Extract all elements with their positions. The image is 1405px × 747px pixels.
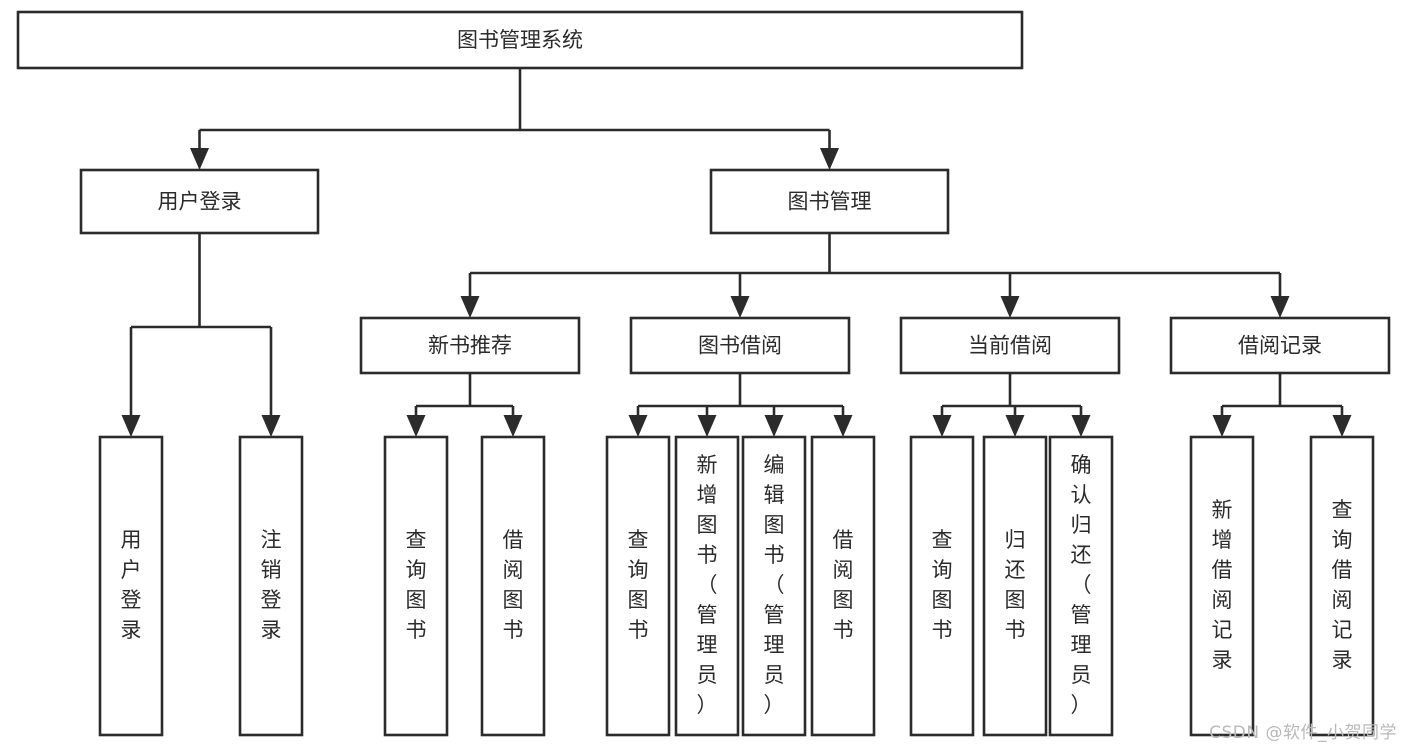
connector-layer xyxy=(121,68,1352,437)
node-label: 图书借阅 xyxy=(698,334,782,358)
node-leaf-borrow-book-a[interactable]: 借阅图书 xyxy=(480,435,546,737)
node-label-vertical: 新增借阅记录 xyxy=(1212,498,1233,672)
node-book-manage[interactable]: 图书管理 xyxy=(709,168,950,235)
node-box xyxy=(79,168,320,235)
node-leaf-edit-book[interactable]: 编辑图书（管理员） xyxy=(741,435,807,737)
node-label: 借阅记录 xyxy=(1238,334,1322,358)
node-box xyxy=(383,435,449,737)
node-box xyxy=(98,435,164,737)
node-label-vertical: 新增图书（管理员） xyxy=(697,453,718,717)
node-label-vertical: 注销登录 xyxy=(261,528,282,642)
node-box xyxy=(1189,435,1255,737)
node-box xyxy=(1309,435,1375,737)
node-box xyxy=(899,316,1121,375)
node-user-login[interactable]: 用户登录 xyxy=(79,168,320,235)
node-label: 新书推荐 xyxy=(428,334,512,358)
node-label-vertical: 查询图书 xyxy=(932,528,953,642)
node-box xyxy=(480,435,546,737)
node-leaf-query-book-b[interactable]: 查询图书 xyxy=(605,435,671,737)
node-box xyxy=(674,435,740,737)
node-box xyxy=(1048,435,1114,737)
node-leaf-query-book-c[interactable]: 查询图书 xyxy=(909,435,975,737)
node-box xyxy=(359,316,581,375)
node-leaf-user-login[interactable]: 用户登录 xyxy=(98,435,164,737)
node-label-vertical: 查询借阅记录 xyxy=(1332,498,1353,672)
node-current-borrow[interactable]: 当前借阅 xyxy=(899,316,1121,375)
node-borrow-record[interactable]: 借阅记录 xyxy=(1169,316,1391,375)
node-leaf-add-record[interactable]: 新增借阅记录 xyxy=(1189,435,1255,737)
node-label: 图书管理 xyxy=(788,190,872,214)
node-box xyxy=(605,435,671,737)
node-label-vertical: 用户登录 xyxy=(121,528,142,642)
node-new-book-rec[interactable]: 新书推荐 xyxy=(359,316,581,375)
node-box xyxy=(238,435,304,737)
node-box xyxy=(810,435,876,737)
node-label-vertical: 编辑图书（管理员） xyxy=(764,453,785,717)
node-box xyxy=(909,435,975,737)
node-box xyxy=(16,10,1024,70)
node-label-vertical: 归还图书 xyxy=(1005,528,1026,642)
node-leaf-add-book[interactable]: 新增图书（管理员） xyxy=(674,435,740,737)
node-box xyxy=(982,435,1048,737)
node-leaf-user-logout[interactable]: 注销登录 xyxy=(238,435,304,737)
node-leaf-query-book-a[interactable]: 查询图书 xyxy=(383,435,449,737)
node-root[interactable]: 图书管理系统 xyxy=(16,10,1024,70)
node-box xyxy=(709,168,950,235)
node-leaf-return-book[interactable]: 归还图书 xyxy=(982,435,1048,737)
node-label-vertical: 查询图书 xyxy=(628,528,649,642)
node-box xyxy=(1169,316,1391,375)
node-label-vertical: 确认归还（管理员） xyxy=(1071,453,1092,717)
node-label-vertical: 借阅图书 xyxy=(503,528,524,642)
node-label: 当前借阅 xyxy=(968,334,1052,358)
node-label-vertical: 借阅图书 xyxy=(833,528,854,642)
node-box xyxy=(629,316,851,375)
node-label: 用户登录 xyxy=(158,190,242,214)
node-label: 图书管理系统 xyxy=(457,28,583,52)
node-leaf-confirm-return[interactable]: 确认归还（管理员） xyxy=(1048,435,1114,737)
node-label-vertical: 查询图书 xyxy=(406,528,427,642)
node-leaf-borrow-book-b[interactable]: 借阅图书 xyxy=(810,435,876,737)
node-layer: 图书管理系统用户登录图书管理新书推荐图书借阅当前借阅借阅记录用户登录注销登录查询… xyxy=(16,10,1391,737)
node-book-borrow[interactable]: 图书借阅 xyxy=(629,316,851,375)
node-box xyxy=(741,435,807,737)
node-leaf-query-record[interactable]: 查询借阅记录 xyxy=(1309,435,1375,737)
